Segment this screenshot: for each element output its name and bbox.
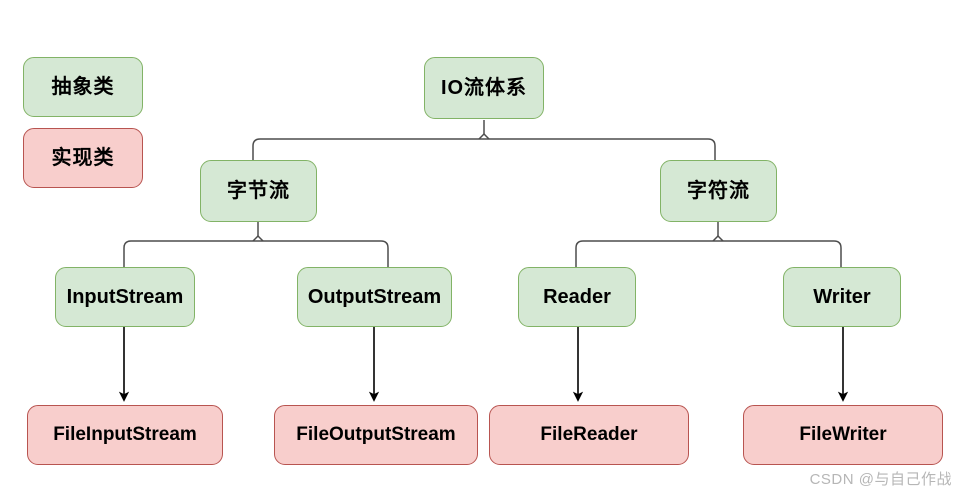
node-outputstream[interactable]: OutputStream bbox=[297, 267, 452, 327]
node-writer[interactable]: Writer bbox=[783, 267, 901, 327]
node-outputstream-label: OutputStream bbox=[307, 286, 442, 308]
node-fileoutputstream[interactable]: FileOutputStream bbox=[274, 405, 478, 465]
legend-abstract-label: 抽象类 bbox=[51, 76, 115, 98]
node-writer-label: Writer bbox=[813, 286, 871, 308]
node-filereader[interactable]: FileReader bbox=[489, 405, 689, 465]
node-char-stream-label: 字符流 bbox=[687, 180, 750, 202]
node-fileoutputstream-label: FileOutputStream bbox=[296, 423, 456, 445]
node-filereader-label: FileReader bbox=[540, 423, 638, 445]
node-filewriter-label: FileWriter bbox=[799, 423, 887, 445]
node-filewriter[interactable]: FileWriter bbox=[743, 405, 943, 465]
node-io-stream-root[interactable]: IO流体系 bbox=[424, 57, 544, 119]
node-fileinputstream-label: FileInputStream bbox=[53, 423, 197, 445]
legend-abstract-class[interactable]: 抽象类 bbox=[23, 57, 143, 117]
legend-impl-class[interactable]: 实现类 bbox=[23, 128, 143, 188]
connector-bytestream-to-level3 bbox=[123, 222, 389, 269]
node-byte-stream-label: 字节流 bbox=[227, 180, 290, 202]
connector-charstream-to-level3 bbox=[575, 222, 842, 269]
node-char-stream[interactable]: 字符流 bbox=[660, 160, 777, 222]
node-io-stream-root-label: IO流体系 bbox=[440, 77, 528, 99]
legend-impl-label: 实现类 bbox=[51, 147, 115, 169]
node-inputstream-label: InputStream bbox=[66, 286, 184, 308]
node-byte-stream[interactable]: 字节流 bbox=[200, 160, 317, 222]
node-fileinputstream[interactable]: FileInputStream bbox=[27, 405, 223, 465]
node-inputstream[interactable]: InputStream bbox=[55, 267, 195, 327]
csdn-watermark: CSDN @与自己作战 bbox=[809, 471, 952, 488]
node-reader[interactable]: Reader bbox=[518, 267, 636, 327]
node-reader-label: Reader bbox=[543, 286, 611, 308]
connector-root-to-level2 bbox=[252, 120, 716, 161]
